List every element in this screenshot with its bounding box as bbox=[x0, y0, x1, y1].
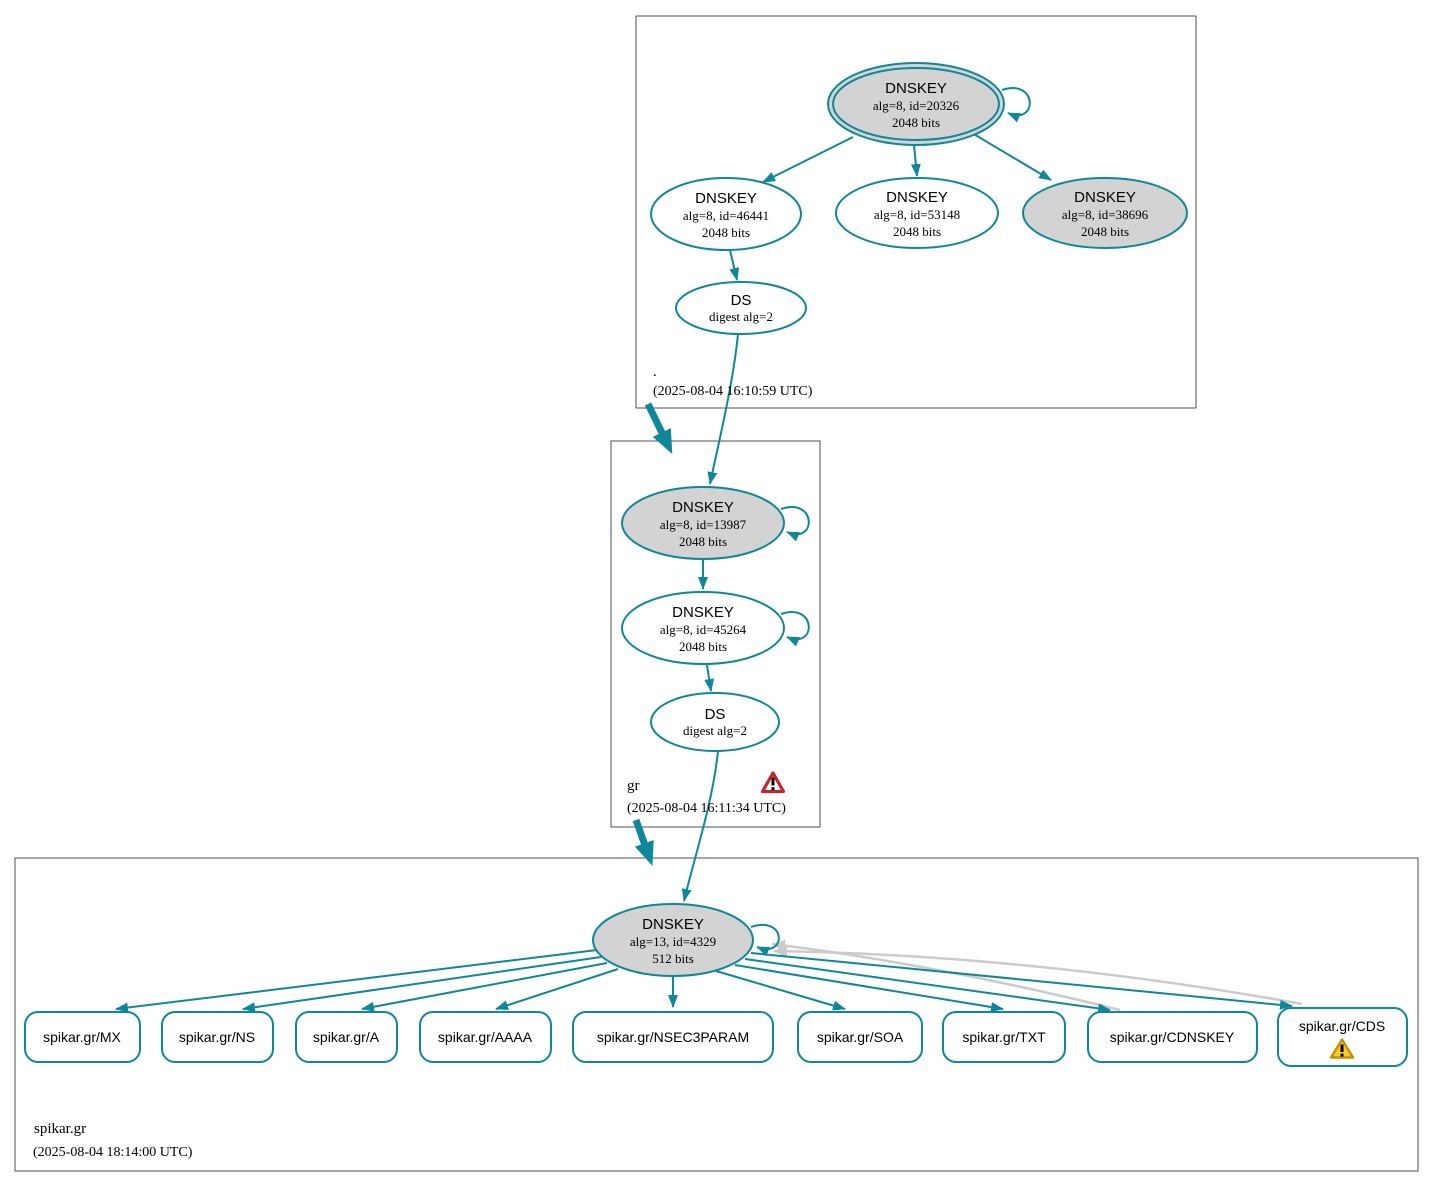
edge-gr-ksk-selfloop bbox=[780, 506, 810, 542]
rrset-node-a[interactable]: spikar.gr/A bbox=[295, 1011, 398, 1063]
edge-cdnskey-to-dnskey-gray bbox=[771, 939, 1121, 1012]
error-icon[interactable] bbox=[760, 771, 786, 794]
rrset-label: spikar.gr/A bbox=[313, 1029, 380, 1045]
edge-root-ksk-to-ksk2 bbox=[971, 132, 1052, 181]
zone-label-gr: gr bbox=[627, 778, 640, 794]
node-title: DNSKEY bbox=[695, 190, 757, 207]
rrset-node-ns[interactable]: spikar.gr/NS bbox=[161, 1011, 274, 1063]
node-title: DNSKEY bbox=[642, 916, 704, 933]
node-detail: alg=13, id=4329 bbox=[630, 934, 716, 949]
rrset-node-nsec3param[interactable]: spikar.gr/NSEC3PARAM bbox=[572, 1011, 774, 1063]
rrset-node-soa[interactable]: spikar.gr/SOA bbox=[797, 1011, 923, 1063]
node-detail: 2048 bits bbox=[892, 115, 940, 130]
rrset-label: spikar.gr/MX bbox=[43, 1029, 121, 1045]
edge-root-to-gr-delegation bbox=[644, 402, 673, 455]
zone-label-root: . bbox=[653, 364, 657, 380]
edge-gr-zsk-to-ds bbox=[704, 664, 715, 692]
rrset-label: spikar.gr/AAAA bbox=[438, 1029, 533, 1045]
node-title: DS bbox=[731, 292, 752, 309]
rrset-label: spikar.gr/NS bbox=[179, 1029, 255, 1045]
zone-timestamp-spikar-gr: (2025-08-04 18:14:00 UTC) bbox=[33, 1145, 193, 1160]
node-detail: digest alg=2 bbox=[709, 309, 773, 324]
node-detail: alg=8, id=45264 bbox=[660, 622, 747, 637]
node-detail: 2048 bits bbox=[1081, 224, 1129, 239]
node-detail: alg=8, id=46441 bbox=[683, 208, 769, 223]
zone-label-spikar-gr: spikar.gr bbox=[34, 1121, 86, 1137]
edge-dnskey-to-a bbox=[361, 962, 608, 1012]
node-detail: alg=8, id=38696 bbox=[1062, 207, 1149, 222]
node-root-ds[interactable]: DS digest alg=2 bbox=[675, 281, 807, 335]
edge-dnskey-to-aaaa bbox=[495, 968, 619, 1011]
edge-root-ds-to-gr-ksk bbox=[707, 333, 739, 485]
node-detail: 2048 bits bbox=[679, 534, 727, 549]
node-detail: 2048 bits bbox=[679, 639, 727, 654]
node-gr-ds[interactable]: DS digest alg=2 bbox=[650, 692, 780, 752]
node-title: DS bbox=[705, 706, 726, 723]
node-root-dnskey-20326[interactable]: DNSKEY alg=8, id=20326 2048 bits bbox=[827, 62, 1005, 146]
edge-root-zsk1-to-ds bbox=[729, 249, 740, 281]
rrset-label: spikar.gr/TXT bbox=[962, 1029, 1046, 1045]
edge-cds-to-dnskey-gray bbox=[773, 945, 1303, 1006]
edge-root-ksk-to-zsk2 bbox=[910, 144, 921, 177]
rrset-label: spikar.gr/CDNSKEY bbox=[1110, 1029, 1235, 1045]
rrset-node-mx[interactable]: spikar.gr/MX bbox=[24, 1011, 141, 1063]
node-detail: alg=8, id=53148 bbox=[874, 207, 960, 222]
node-gr-dnskey-13987[interactable]: DNSKEY alg=8, id=13987 2048 bits bbox=[621, 486, 785, 560]
edge-gr-to-spikar-delegation bbox=[632, 818, 654, 866]
edge-dnskey-to-mx bbox=[115, 949, 598, 1013]
node-detail: 2048 bits bbox=[893, 224, 941, 239]
rrset-node-cdnskey[interactable]: spikar.gr/CDNSKEY bbox=[1087, 1011, 1258, 1063]
node-spikar-dnskey-4329[interactable]: DNSKEY alg=13, id=4329 512 bits bbox=[592, 903, 754, 977]
node-root-dnskey-46441[interactable]: DNSKEY alg=8, id=46441 2048 bits bbox=[650, 177, 802, 251]
node-detail: 2048 bits bbox=[702, 225, 750, 240]
node-title: DNSKEY bbox=[886, 189, 948, 206]
node-detail: digest alg=2 bbox=[683, 723, 747, 738]
warning-icon[interactable] bbox=[1329, 1038, 1355, 1059]
edge-dnskey-to-soa bbox=[715, 970, 846, 1011]
edge-dnskey-to-ns bbox=[242, 956, 602, 1013]
edge-spikar-dnskey-selfloop bbox=[750, 924, 780, 957]
edge-root-ksk-to-zsk1 bbox=[762, 136, 854, 183]
edge-dnskey-to-cdnskey bbox=[744, 958, 1111, 1014]
edge-gr-ds-to-spikar-dnskey bbox=[681, 750, 719, 902]
node-title: DNSKEY bbox=[885, 80, 947, 97]
node-title: DNSKEY bbox=[672, 499, 734, 516]
node-detail: alg=8, id=13987 bbox=[660, 517, 747, 532]
node-detail: 512 bits bbox=[652, 951, 694, 966]
node-title: DNSKEY bbox=[672, 604, 734, 621]
node-detail: alg=8, id=20326 bbox=[873, 98, 960, 113]
zone-timestamp-gr: (2025-08-04 16:11:34 UTC) bbox=[627, 801, 786, 816]
node-root-dnskey-38696[interactable]: DNSKEY alg=8, id=38696 2048 bits bbox=[1022, 177, 1188, 249]
edge-dnskey-to-txt bbox=[734, 964, 1004, 1012]
rrset-label: spikar.gr/NSEC3PARAM bbox=[597, 1029, 749, 1045]
rrset-node-txt[interactable]: spikar.gr/TXT bbox=[942, 1011, 1066, 1063]
rrset-label: spikar.gr/SOA bbox=[817, 1029, 904, 1045]
edge-root-ksk-selfloop bbox=[1001, 87, 1031, 123]
node-title: DNSKEY bbox=[1074, 189, 1136, 206]
node-gr-dnskey-45264[interactable]: DNSKEY alg=8, id=45264 2048 bits bbox=[621, 591, 785, 665]
rrset-node-cds[interactable]: spikar.gr/CDS bbox=[1277, 1007, 1408, 1067]
edge-dnskey-to-cds bbox=[750, 952, 1293, 1010]
edge-gr-zsk-selfloop bbox=[780, 611, 810, 647]
rrset-node-aaaa[interactable]: spikar.gr/AAAA bbox=[419, 1011, 552, 1063]
rrset-label: spikar.gr/CDS bbox=[1299, 1018, 1385, 1034]
node-root-dnskey-53148[interactable]: DNSKEY alg=8, id=53148 2048 bits bbox=[835, 177, 999, 249]
zone-timestamp-root: (2025-08-04 16:10:59 UTC) bbox=[653, 384, 813, 399]
